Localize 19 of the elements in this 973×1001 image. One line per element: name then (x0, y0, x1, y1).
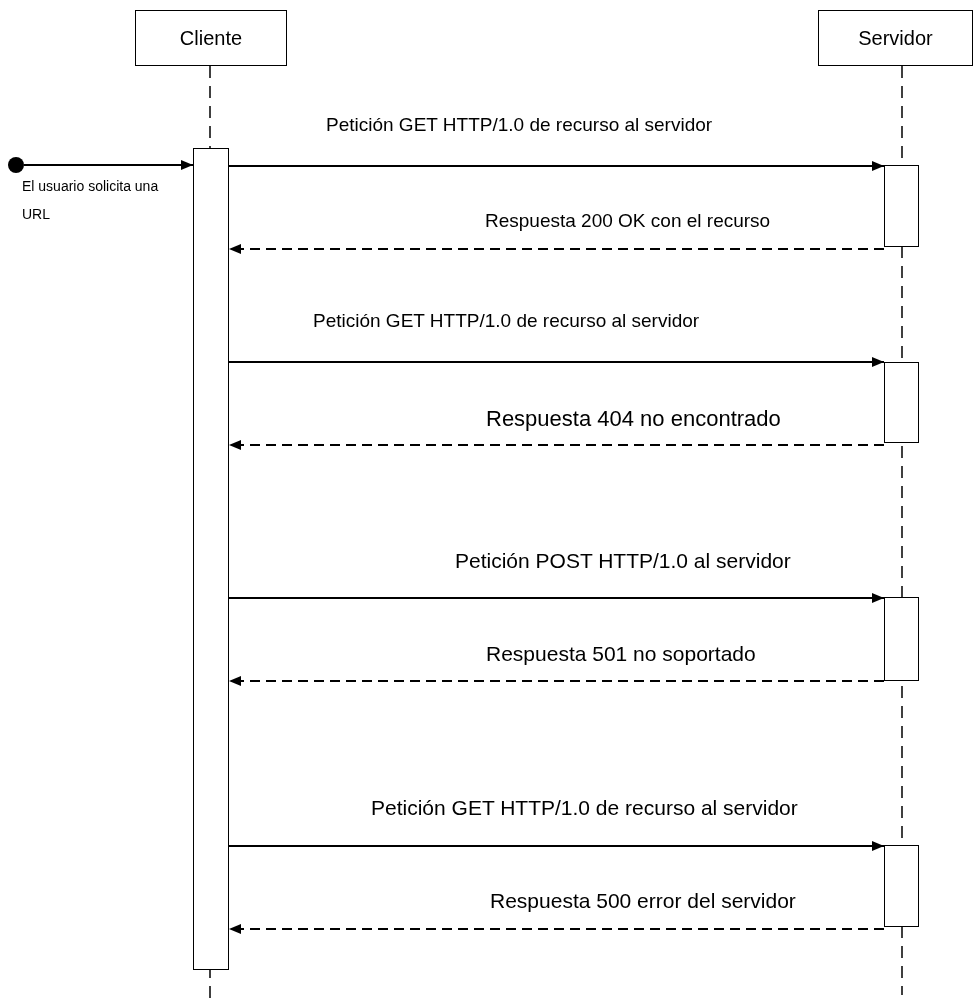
return-arrow (228, 440, 885, 450)
start-dot (8, 157, 24, 173)
activation-bar (884, 165, 919, 247)
message-arrow (228, 593, 885, 603)
return-arrow (228, 924, 885, 934)
participant-box (135, 10, 287, 66)
return-arrow (228, 244, 885, 254)
activation-bar (193, 148, 229, 970)
message-arrow (23, 160, 194, 170)
return-arrow (228, 676, 885, 686)
activation-bar (884, 845, 919, 927)
activation-bar (884, 597, 919, 681)
message-arrow (228, 357, 885, 367)
participant-name: Cliente (179, 26, 243, 50)
activation-bar (884, 362, 919, 443)
participant-name: Servidor (858, 26, 933, 50)
message-arrow (228, 161, 885, 171)
message-arrow (228, 841, 885, 851)
participant-box (818, 10, 973, 66)
